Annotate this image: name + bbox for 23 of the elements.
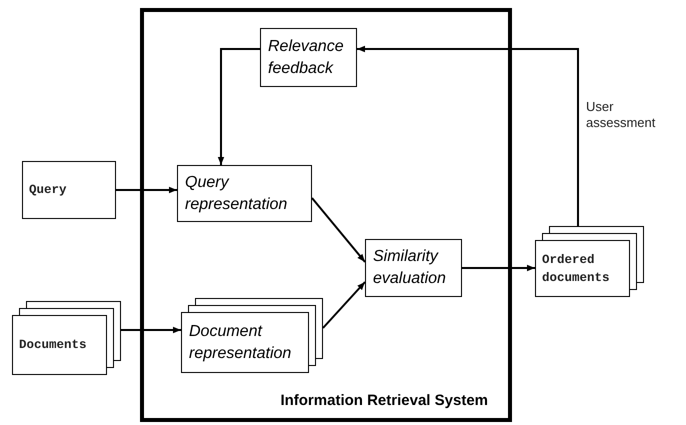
node-label: Ordered documents (542, 252, 611, 286)
arrow (116, 186, 177, 194)
document-stack (535, 226, 644, 297)
arrow (462, 264, 535, 272)
node-label: Query (29, 182, 68, 199)
node-label: Document representation (189, 322, 292, 364)
node-label: Documents (19, 337, 88, 354)
system-title: Information Retrieval System (280, 390, 488, 410)
system-boundary-box (140, 8, 512, 422)
input-box (22, 161, 116, 219)
arrow (121, 326, 181, 334)
process-box (177, 165, 312, 222)
node-label: Query representation (185, 172, 288, 214)
node-label: Similarity evaluation (373, 247, 447, 289)
arrow (357, 46, 579, 226)
document-stack (12, 301, 121, 375)
arrow (311, 197, 366, 263)
process-box (260, 28, 357, 87)
process-box (365, 239, 462, 297)
arrow (218, 48, 260, 165)
document-stack (181, 298, 323, 373)
node-label: Relevance feedback (268, 36, 345, 78)
arrow (322, 281, 366, 329)
